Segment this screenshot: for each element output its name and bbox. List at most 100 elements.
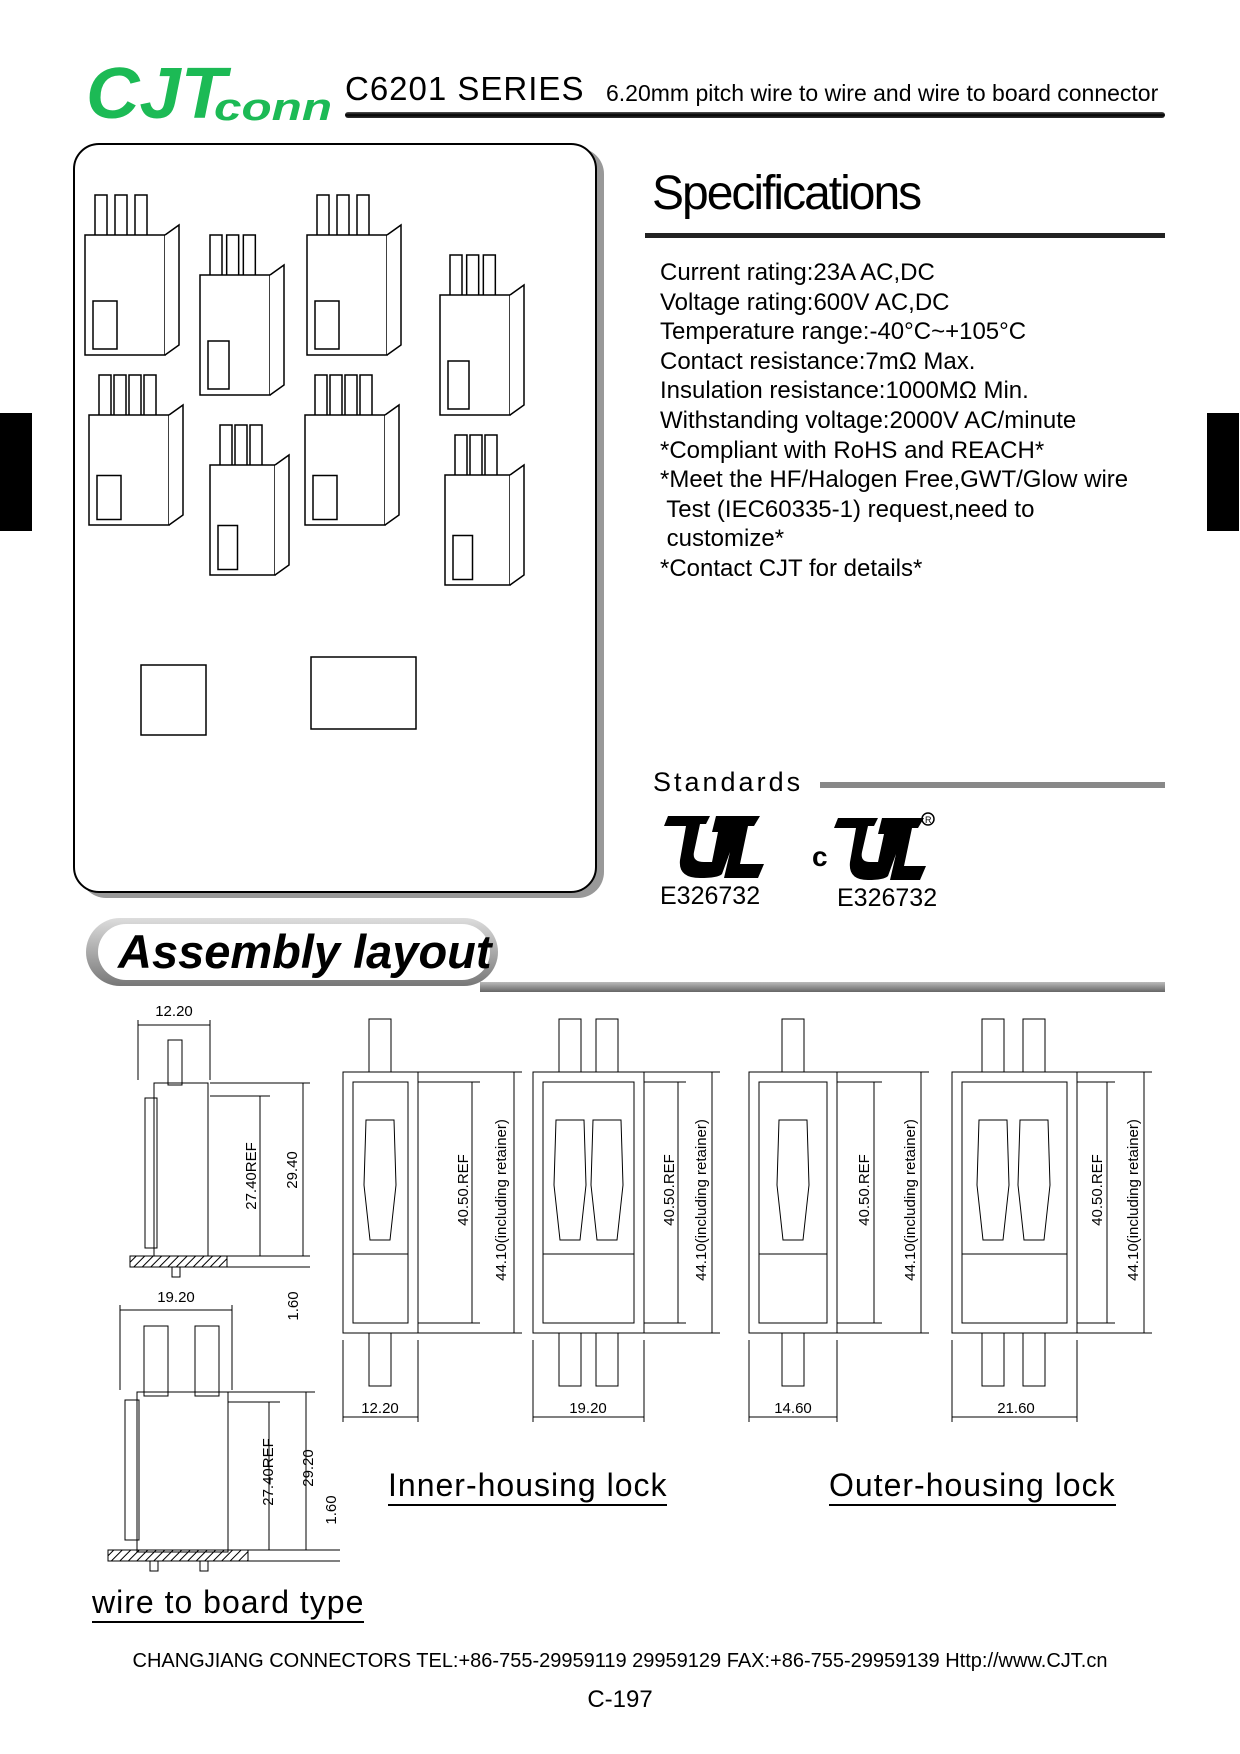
terminal bbox=[590, 1119, 624, 1241]
series-subtitle: 6.20mm pitch wire to wire and wire to bo… bbox=[606, 80, 1159, 106]
svg-text:c: c bbox=[812, 841, 828, 872]
connector-illustrations bbox=[84, 194, 525, 736]
ul-file-number: E326732 bbox=[660, 882, 761, 910]
wire2-ref-label: 40.50.REF bbox=[661, 1154, 678, 1226]
spec-item: Contact resistance:7mΩ Max. bbox=[660, 347, 976, 375]
latch bbox=[207, 340, 230, 390]
wire1-total-label: 44.10(including retainer) bbox=[493, 1119, 510, 1281]
board2-thickness-label: 1.60 bbox=[323, 1495, 340, 1524]
page-edge-tab-left bbox=[0, 413, 32, 531]
wire3-width-label: 14.60 bbox=[774, 1400, 812, 1417]
spec-item: *Compliant with RoHS and REACH* bbox=[660, 436, 1045, 464]
header-divider bbox=[345, 112, 1165, 118]
terminal bbox=[1017, 1119, 1051, 1241]
latch bbox=[92, 300, 118, 350]
wire3-total-label: 44.10(including retainer) bbox=[902, 1119, 919, 1281]
latch bbox=[314, 300, 340, 350]
wire1-ref-label: 40.50.REF bbox=[455, 1154, 472, 1226]
assembly-banner-inner bbox=[98, 924, 490, 980]
board1-ref-label: 27.40REF bbox=[243, 1142, 260, 1210]
board2-ref-label: 27.40REF bbox=[260, 1438, 277, 1506]
receptacle-4pin-side bbox=[274, 453, 290, 576]
standards-title: Standards bbox=[653, 767, 804, 797]
board1-width-label: 12.20 bbox=[155, 1003, 193, 1020]
latch bbox=[447, 360, 470, 410]
pcb-board bbox=[129, 1255, 228, 1268]
product-illustrations bbox=[84, 194, 525, 736]
standards-divider bbox=[820, 782, 1165, 788]
housing-outer bbox=[532, 1071, 645, 1334]
plug-housing-2pin-side bbox=[269, 263, 285, 396]
footer-contact: CHANGJIANG CONNECTORS TEL:+86-755-299591… bbox=[132, 1650, 1108, 1672]
spec-item: Current rating:23A AC,DC bbox=[660, 259, 935, 286]
wire3-ref-label: 40.50.REF bbox=[856, 1154, 873, 1226]
wire bbox=[167, 1039, 183, 1086]
outer-housing-lock-label: Outer-housing lock bbox=[829, 1466, 1116, 1506]
wire4-width-label: 21.60 bbox=[997, 1400, 1035, 1417]
latch bbox=[96, 474, 122, 521]
latch bbox=[312, 474, 338, 521]
specifications-divider bbox=[645, 233, 1165, 238]
product-image-panel bbox=[73, 143, 597, 893]
terminal bbox=[363, 1119, 397, 1241]
series-title: C6201 SERIES bbox=[345, 70, 585, 107]
spec-item: *Meet the HF/Halogen Free,GWT/Glow wire bbox=[660, 466, 1129, 494]
pcb-board bbox=[107, 1549, 249, 1562]
wire bbox=[981, 1018, 1005, 1073]
ul-recognized-icon bbox=[664, 816, 764, 878]
housing-inner bbox=[542, 1081, 635, 1324]
spec-item: *Contact CJT for details* bbox=[660, 554, 923, 582]
wire bbox=[558, 1332, 582, 1387]
housing-outer bbox=[748, 1071, 838, 1334]
wire bbox=[1022, 1332, 1046, 1387]
board1-height-label: 29.40 bbox=[284, 1151, 301, 1189]
page-edge-tab-right bbox=[1207, 413, 1239, 531]
spec-item: customize* bbox=[660, 525, 785, 553]
header-6pin bbox=[310, 656, 417, 730]
terminal bbox=[976, 1119, 1010, 1241]
terminal bbox=[553, 1119, 587, 1241]
pin bbox=[171, 1266, 181, 1278]
wire2-width-label: 19.20 bbox=[569, 1400, 607, 1417]
cul-file-number: E326732 bbox=[837, 884, 938, 912]
housing bbox=[136, 1391, 229, 1553]
terminal bbox=[776, 1119, 810, 1241]
wire bbox=[194, 1325, 220, 1397]
plug-housing-3pin-b-side bbox=[386, 223, 402, 356]
cul-recognized-icon: c R bbox=[812, 812, 935, 880]
latch bbox=[144, 1097, 158, 1249]
wire2-total-label: 44.10(including retainer) bbox=[693, 1119, 710, 1281]
wire4-total-label: 44.10(including retainer) bbox=[1125, 1119, 1142, 1281]
spec-item: Temperature range:-40°C~+105°C bbox=[660, 318, 1027, 346]
housing bbox=[153, 1082, 209, 1257]
housing-outer bbox=[342, 1071, 419, 1334]
pin bbox=[149, 1560, 159, 1572]
wire bbox=[558, 1018, 582, 1073]
specifications-list: Current rating:23A AC,DC Voltage rating:… bbox=[660, 258, 1128, 584]
wire bbox=[981, 1332, 1005, 1387]
wire1-width-label: 12.20 bbox=[361, 1400, 399, 1417]
latch bbox=[217, 524, 239, 571]
header-3pin bbox=[140, 664, 207, 736]
svg-text:CJT: CJT bbox=[86, 56, 232, 126]
wire bbox=[595, 1332, 619, 1387]
board2-width-label: 19.20 bbox=[157, 1289, 195, 1306]
svg-text:R: R bbox=[925, 815, 932, 825]
wire bbox=[1022, 1018, 1046, 1073]
assembly-layout-title: Assembly layout bbox=[118, 925, 492, 978]
spec-item: Voltage rating:600V AC,DC bbox=[660, 288, 950, 316]
wire bbox=[595, 1018, 619, 1073]
latch bbox=[124, 1399, 140, 1541]
spec-item: Withstanding voltage:2000V AC/minute bbox=[660, 406, 1077, 434]
pin bbox=[199, 1560, 209, 1572]
board1-thickness-label: 1.60 bbox=[285, 1291, 302, 1320]
wire-to-board-label: wire to board type bbox=[92, 1583, 365, 1623]
wire bbox=[143, 1325, 169, 1397]
housing-inner bbox=[961, 1081, 1068, 1324]
wire bbox=[781, 1018, 805, 1073]
wire bbox=[368, 1332, 392, 1387]
latch bbox=[452, 534, 474, 581]
housing-inner bbox=[352, 1081, 409, 1324]
receptacle-6pin-side bbox=[168, 403, 184, 526]
receptacle-6pin-b-side bbox=[384, 403, 400, 526]
